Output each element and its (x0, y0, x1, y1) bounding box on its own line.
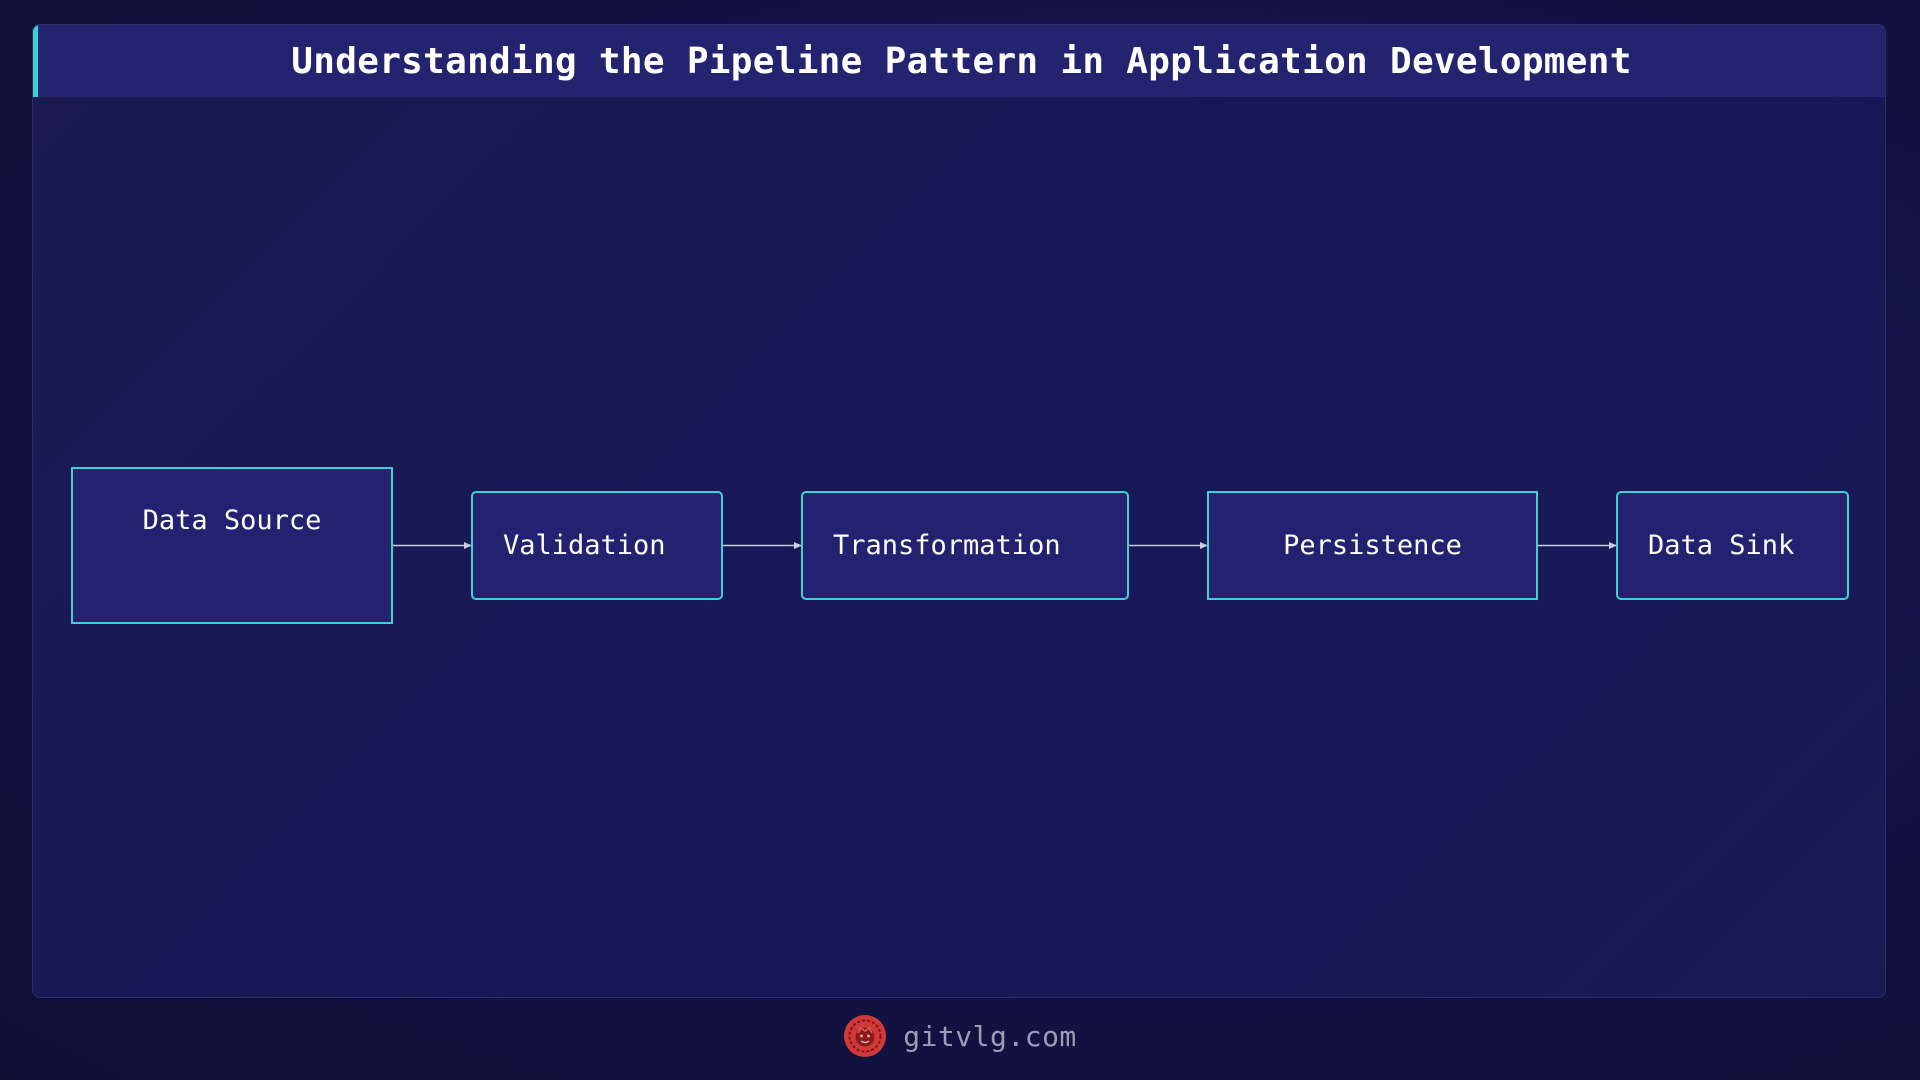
node-label: Validation (503, 530, 666, 561)
lion-logo-icon (844, 1015, 887, 1057)
node-data-source[interactable]: Data Source (71, 467, 393, 624)
node-persistence[interactable]: Persistence (1207, 491, 1538, 600)
node-label: Transformation (833, 530, 1061, 561)
node-label: Data Sink (1648, 530, 1795, 561)
node-transformation[interactable]: Transformation (801, 491, 1129, 600)
footer-site-link[interactable]: gitvlg.com (903, 1019, 1077, 1053)
node-data-sink[interactable]: Data Sink (1616, 491, 1849, 600)
footer: gitvlg.com (0, 1010, 1920, 1062)
title-bar: Understanding the Pipeline Pattern in Ap… (33, 25, 1885, 97)
node-label: Data Source (142, 505, 322, 536)
node-validation[interactable]: Validation (471, 491, 723, 600)
page-title: Understanding the Pipeline Pattern in Ap… (291, 40, 1632, 82)
node-label: Persistence (1283, 530, 1462, 561)
